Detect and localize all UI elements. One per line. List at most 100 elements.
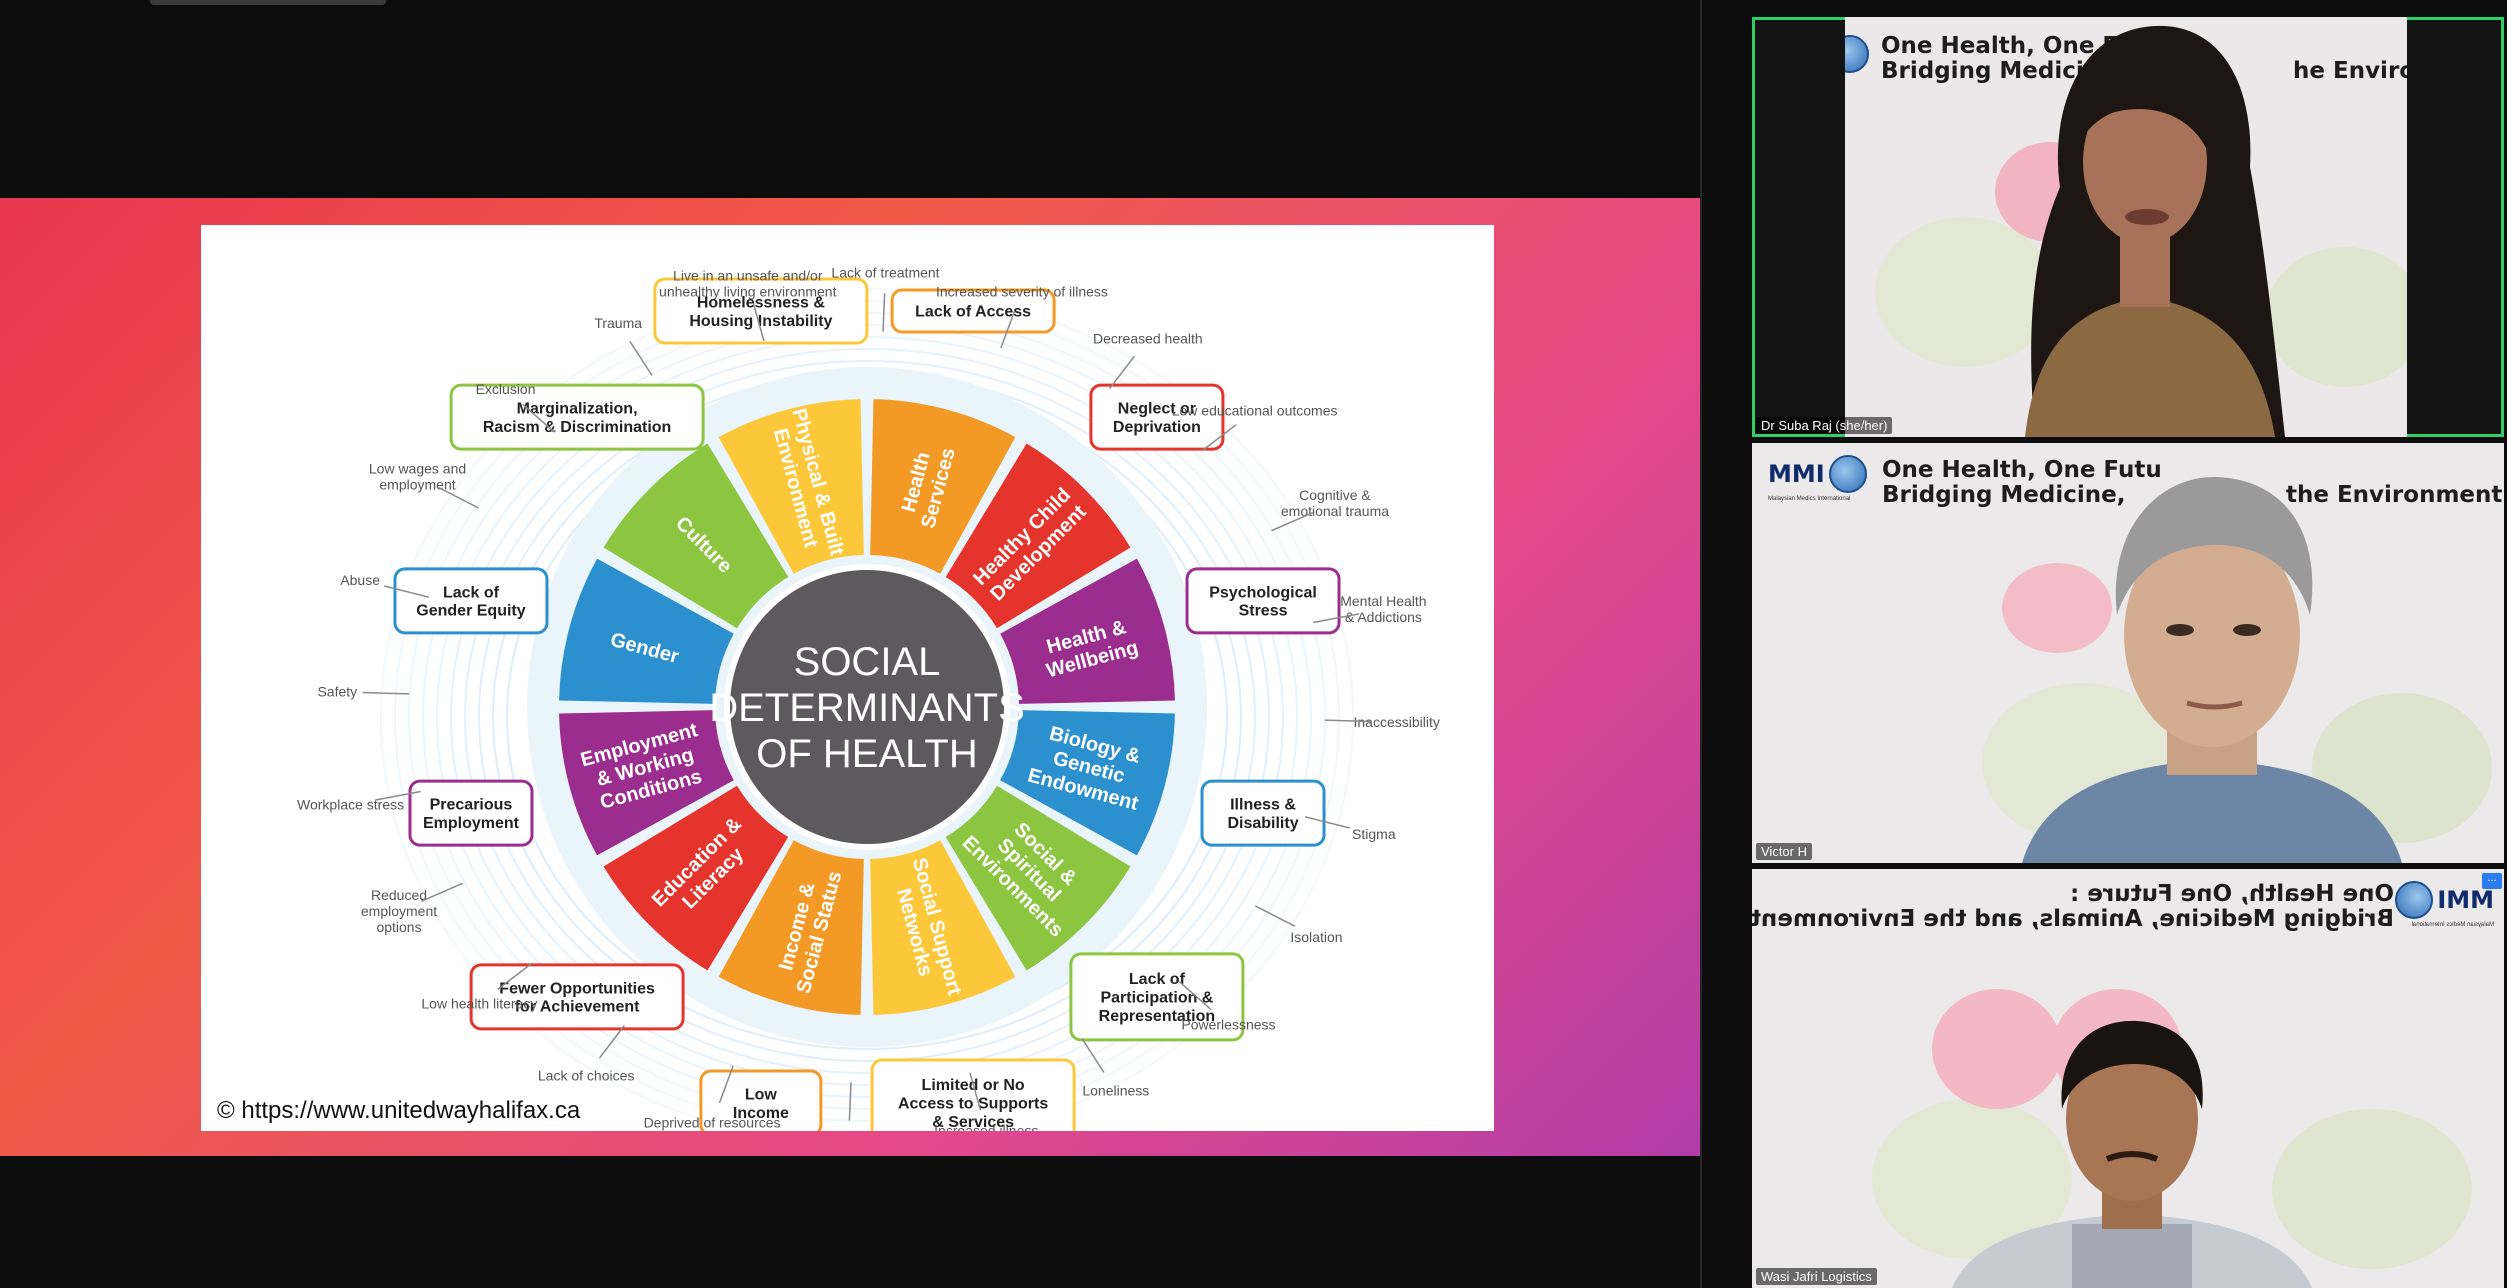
effect-label: Trauma bbox=[594, 315, 642, 331]
callout-box bbox=[1069, 952, 1245, 1042]
effect-arrow bbox=[882, 293, 886, 332]
effect-label: Increased illness bbox=[934, 1122, 1038, 1131]
effect-arrow bbox=[629, 341, 653, 376]
effect-label: Safety bbox=[317, 684, 357, 700]
effect-arrow bbox=[752, 303, 765, 342]
effect-label: Increased severity of illness bbox=[936, 283, 1108, 299]
callout-box bbox=[449, 383, 705, 451]
effect-arrow bbox=[969, 1072, 982, 1111]
mmi-logo-subtext: Malaysian Medics International bbox=[2411, 922, 2494, 928]
callout-label: Homelessness &Housing Instability bbox=[689, 294, 832, 329]
logo-globe-icon bbox=[1845, 35, 1869, 73]
copyright-text: © https://www.unitedwayhalifax.ca bbox=[217, 1097, 581, 1124]
mmi-logo-text: MMI bbox=[2437, 886, 2494, 914]
background-ring bbox=[464, 360, 1270, 1074]
effect-arrow bbox=[1109, 355, 1136, 389]
effect-label: Powerlessness bbox=[1181, 1017, 1275, 1033]
effect-arrow bbox=[420, 882, 463, 903]
wheel-segment bbox=[603, 443, 789, 629]
wheel-segment bbox=[870, 399, 1016, 574]
effect-arrow bbox=[848, 1082, 852, 1121]
callout-box bbox=[653, 277, 869, 345]
effect-label: Low educational outcomes bbox=[1172, 403, 1338, 419]
banner-title-line1: One Health, One F bbox=[1881, 33, 2119, 59]
panel-divider[interactable] bbox=[1700, 0, 1702, 1288]
effect-arrow bbox=[1178, 981, 1212, 1011]
wheel-segment bbox=[945, 443, 1131, 629]
mmi-logo-text: MMI bbox=[1768, 460, 1825, 488]
callout-box bbox=[469, 963, 685, 1031]
callout-label: Illness &Disability bbox=[1227, 797, 1298, 832]
logo-globe-icon bbox=[1828, 455, 1867, 493]
effect-arrow bbox=[384, 585, 430, 598]
effect-label: Isolation bbox=[1290, 929, 1342, 945]
effect-label: Inaccessibility bbox=[1353, 714, 1439, 730]
wheel-segment bbox=[945, 785, 1131, 971]
callout-box bbox=[1200, 779, 1326, 847]
effect-label: Exclusion bbox=[476, 381, 536, 397]
effect-arrow bbox=[1201, 424, 1237, 452]
effect-label: Low health literacy bbox=[421, 995, 537, 1011]
callout-label: Lack of Access bbox=[915, 304, 1031, 321]
effect-arrow bbox=[718, 1065, 734, 1104]
banner-title-line1: One Health, One Futu bbox=[1882, 457, 2162, 483]
callout-box bbox=[699, 1069, 823, 1131]
callout-box bbox=[890, 288, 1056, 334]
effect-arrow bbox=[374, 790, 421, 801]
banner-title-right: he Environm bbox=[2293, 58, 2407, 84]
wheel-segment bbox=[559, 710, 734, 856]
more-options-button[interactable]: ... bbox=[2482, 873, 2502, 889]
effect-arrow bbox=[362, 691, 410, 695]
effect-label: Lack of treatment bbox=[831, 265, 939, 281]
callout-box bbox=[1089, 383, 1225, 451]
participant-name-label: Victor H bbox=[1756, 843, 1812, 860]
share-toolbar-tab[interactable] bbox=[150, 0, 386, 5]
effect-arrow bbox=[438, 486, 479, 509]
mirrored-banner: MMI Malaysian Medics International One H… bbox=[1752, 869, 2504, 969]
effect-arrow bbox=[1000, 310, 1016, 349]
effect-arrow bbox=[1081, 1038, 1105, 1073]
logo-globe-icon bbox=[2395, 881, 2434, 919]
effect-arrow bbox=[1324, 719, 1372, 723]
effect-arrow bbox=[522, 403, 556, 433]
banner-title-line2: Bridging Medicine, bbox=[1882, 482, 2126, 508]
effect-label: Deprived of resources bbox=[644, 1115, 781, 1131]
wheel-segment bbox=[1000, 710, 1175, 856]
background-blob bbox=[2272, 1109, 2472, 1269]
participant-tile-wasi[interactable]: MMI Malaysian Medics International One H… bbox=[1752, 869, 2504, 1288]
participant-video-person bbox=[2022, 476, 2402, 863]
effect-label: Decreased health bbox=[1093, 330, 1203, 346]
effect-arrow bbox=[598, 1025, 625, 1059]
effect-arrow bbox=[497, 962, 533, 990]
wheel-segment bbox=[559, 558, 734, 704]
effect-label: Lack of choices bbox=[538, 1067, 635, 1083]
effect-arrow bbox=[1304, 816, 1350, 829]
effect-label: Workplace stress bbox=[297, 797, 404, 813]
participant-video-person bbox=[1952, 1020, 2312, 1288]
callout-label: Marginalization,Racism & Discrimination bbox=[483, 400, 672, 435]
video-frame: One Health, One F Bridging Medicine he E… bbox=[1845, 17, 2407, 437]
participant-name-label: Wasi Jafri Logistics bbox=[1756, 1268, 1877, 1285]
callout-box bbox=[1185, 567, 1341, 635]
wheel-segment bbox=[1000, 558, 1175, 704]
participant-tile-suba[interactable]: One Health, One F Bridging Medicine he E… bbox=[1752, 17, 2504, 437]
callout-box bbox=[393, 567, 549, 635]
effect-arrow bbox=[1271, 511, 1314, 532]
effect-label: Cognitive &emotional trauma bbox=[1281, 487, 1389, 519]
effect-label: Stigma bbox=[1352, 826, 1396, 842]
effect-label: Abuse bbox=[340, 572, 380, 588]
banner-title-line1: One Health, One Future : bbox=[2070, 881, 2394, 907]
participant-tile-victor[interactable]: MMI Malaysian Medics International One H… bbox=[1752, 443, 2504, 863]
